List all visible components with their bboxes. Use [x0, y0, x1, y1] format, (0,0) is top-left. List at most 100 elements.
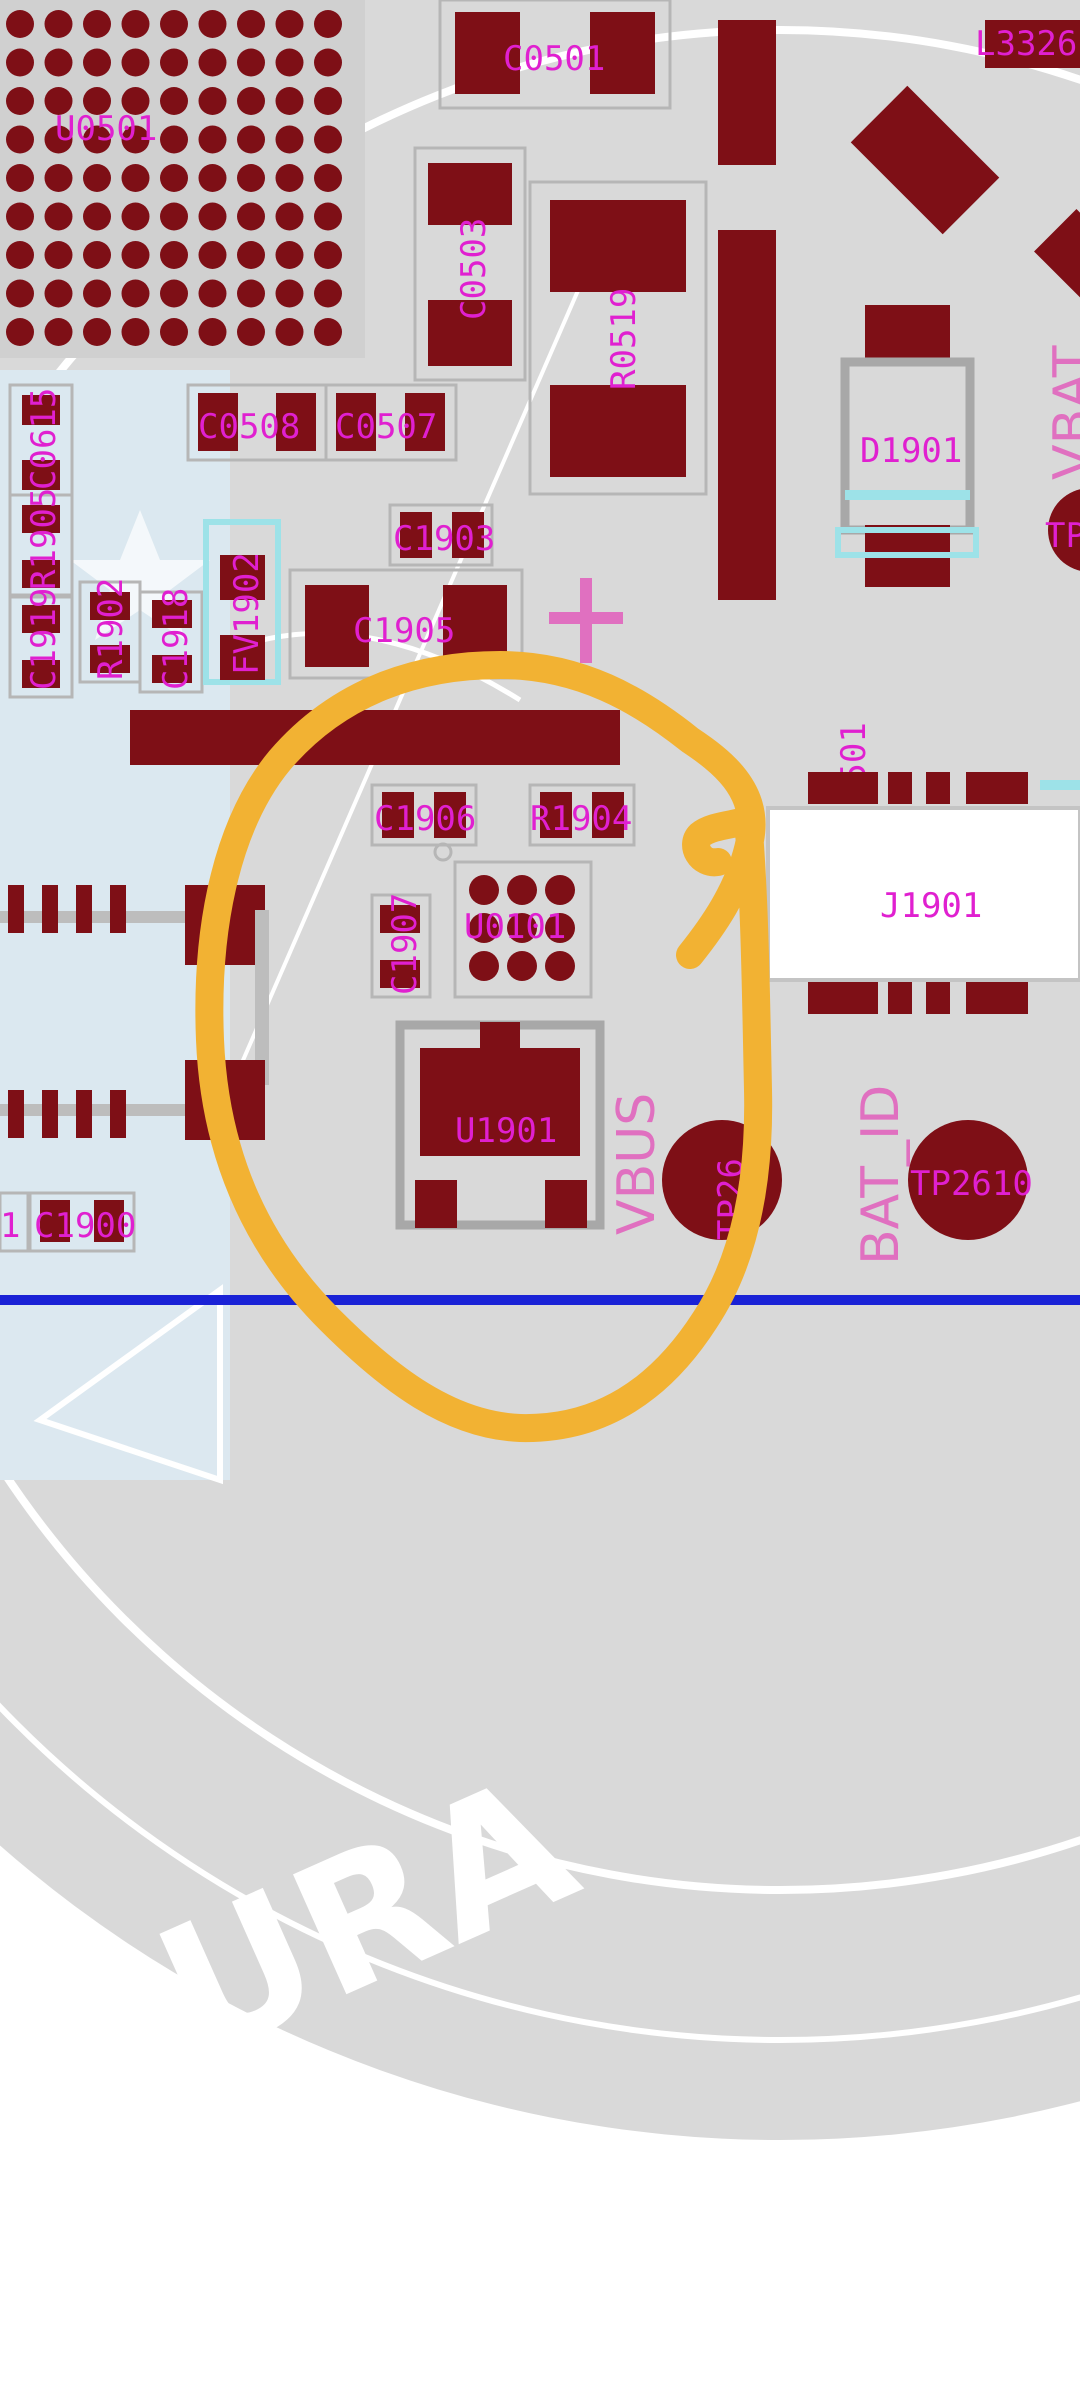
- bga-ball: [314, 10, 342, 38]
- bga-ball: [44, 87, 73, 115]
- label-r1904: R1904: [530, 799, 632, 839]
- label-vbus: VBUS: [607, 1093, 667, 1235]
- label-u0501: U0501: [55, 109, 157, 149]
- label-u1901: U1901: [455, 1111, 557, 1151]
- bga-ball: [121, 10, 150, 38]
- bga-ball: [275, 164, 304, 192]
- bga-ball: [237, 125, 265, 154]
- bga-ball: [198, 202, 227, 231]
- bga-ball: [160, 87, 188, 115]
- component-c1919: C1919: [8, 588, 74, 699]
- bga-ball: [121, 87, 150, 115]
- label-tp-edge: TP: [1045, 516, 1080, 556]
- bga-ball: [6, 241, 34, 269]
- component-c1906: C1906: [370, 783, 478, 862]
- component-r1905: R1905: [8, 488, 74, 597]
- component-d1901: D1901: [835, 305, 979, 587]
- bga-ball: [275, 202, 304, 231]
- bga-ball: [314, 202, 342, 231]
- component-c1903: C1903: [388, 503, 495, 567]
- label-tp2610: TP2610: [910, 1164, 1033, 1204]
- bga-ball: [314, 279, 342, 308]
- bga-ball: [83, 87, 111, 115]
- component-c0503: C0503: [413, 146, 527, 382]
- bga-ball: [160, 164, 188, 192]
- bga-ball: [198, 241, 227, 269]
- bga-ball: [160, 318, 188, 346]
- label-c0615: C0615: [24, 388, 64, 490]
- component-c1918: C1918: [138, 588, 204, 694]
- component-r1902: R1902: [78, 578, 142, 684]
- label-c1906: C1906: [374, 799, 476, 839]
- bga-ball: [314, 318, 342, 346]
- label-c1905: C1905: [353, 611, 455, 651]
- component-fv1902: FV1902: [203, 519, 281, 685]
- bga-ball: [121, 202, 150, 231]
- bga-ball: [275, 48, 304, 77]
- bga-ball: [237, 279, 265, 308]
- label-c0508: C0508: [198, 407, 300, 447]
- label-vbat: VBAT: [1043, 345, 1080, 480]
- bga-ball: [198, 318, 227, 346]
- pad-bar-horizontal: [130, 710, 620, 765]
- bga-ball: [44, 48, 73, 77]
- label-c1903: C1903: [393, 519, 495, 559]
- bga-ball: [160, 279, 188, 308]
- label-r1905: R1905: [24, 488, 64, 590]
- component-c0501: C0501: [438, 0, 672, 110]
- label-u0101: U0101: [464, 907, 566, 947]
- bga-ball: [44, 318, 73, 346]
- bga-ball: [44, 202, 73, 231]
- bga-ball: [275, 279, 304, 308]
- bga-ball: [44, 279, 73, 308]
- highlight-annotation-circle: [195, 651, 773, 1443]
- bga-ball: [198, 10, 227, 38]
- component-r1904: R1904: [528, 783, 636, 847]
- label-r1902: R1902: [91, 578, 131, 680]
- bga-ball: [6, 48, 34, 77]
- bga-ball: [237, 48, 265, 77]
- bga-ball: [237, 318, 265, 346]
- bga-ball: [198, 164, 227, 192]
- bga-ball: [275, 125, 304, 154]
- component-c1907: C1907: [370, 893, 432, 999]
- component-c1900: 1 C1900: [0, 1191, 136, 1253]
- bga-u0501: U0501: [0, 0, 365, 358]
- bga-ball: [314, 87, 342, 115]
- bga-ball: [83, 125, 111, 154]
- label-j1901: J1901: [880, 886, 982, 926]
- bga-ball: [6, 318, 34, 346]
- bga-ball: [121, 125, 150, 154]
- bga-ball: [83, 241, 111, 269]
- label-c1907: C1907: [385, 893, 425, 995]
- pad-bar-long: [718, 230, 776, 600]
- label-c1900: C1900: [34, 1206, 136, 1246]
- plus-mark-icon: [549, 578, 623, 663]
- bga-ball: [198, 48, 227, 77]
- testpoint-tp2610: TP2610: [908, 1120, 1033, 1240]
- bga-ball: [121, 164, 150, 192]
- bga-ball: [83, 279, 111, 308]
- bga-ball: [6, 125, 34, 154]
- component-c0507: C0507: [324, 383, 458, 462]
- bga-ball: [44, 241, 73, 269]
- component-u1901: U1901: [395, 1020, 605, 1230]
- bga-ball: [121, 48, 150, 77]
- bga-ball: [275, 241, 304, 269]
- bga-ball: [198, 279, 227, 308]
- bga-ball: [6, 279, 34, 308]
- label-edge-1: 1: [0, 1206, 20, 1246]
- component-c0508: C0508: [186, 383, 328, 462]
- highlight-annotation-tail: [682, 806, 762, 877]
- label-d1901: D1901: [860, 431, 962, 471]
- bga-ball: [121, 241, 150, 269]
- bga-ball: [237, 164, 265, 192]
- bga-ball: [6, 202, 34, 231]
- bga-ball: [83, 10, 111, 38]
- bga-ball: [237, 87, 265, 115]
- label-fv1902: FV1902: [227, 552, 267, 675]
- bga-ball: [44, 164, 73, 192]
- label-l3326: L3326: [975, 24, 1077, 64]
